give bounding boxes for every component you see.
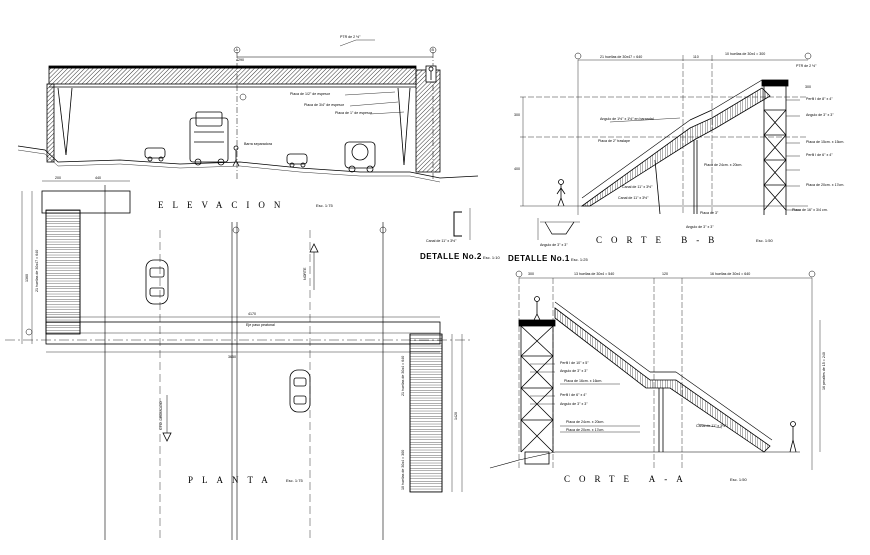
elev-note-placa3: Placa de 1" de espesor xyxy=(335,111,373,115)
planta-view xyxy=(5,180,470,540)
detalle-1-view xyxy=(537,218,580,240)
planta-dim-1360: 1360 xyxy=(25,274,29,282)
cbb-dim-huellas-left: 21 huellas de 30x47 = 640 xyxy=(600,55,643,59)
planta-title: PLANTA xyxy=(188,475,277,485)
caa-note-perfil2: Perfil I de 6" x 4" xyxy=(560,393,587,397)
corte-aa-view xyxy=(489,270,821,470)
cbb-dim-mid: 110 xyxy=(693,55,699,59)
cbb-note-perfil2: Perfil I de 6" x 4" xyxy=(806,153,833,157)
caa-note-canal: Canal de 11" x 3½" xyxy=(696,424,727,428)
caa-dim-contrahuellas: 16 peraltes de 15 = 240 xyxy=(822,352,826,390)
elevacion-scale: Esc. 1:75 xyxy=(316,203,333,208)
corte-aa-scale: Esc. 1:50 xyxy=(730,477,747,482)
cbb-note-placa-24: Placa de 24cm. x 20cm. xyxy=(704,163,743,167)
det2-note-canal: Canal de 11" x 3½" xyxy=(426,239,457,243)
detalle-2-scale: Esc. 1:10 xyxy=(483,255,500,260)
elevacion-title: ELEVACION xyxy=(158,200,290,210)
planta-dim-4170: 4170 xyxy=(248,312,256,316)
corte-aa-title: CORTE A-A xyxy=(564,474,692,484)
caa-dim-mid: 120 xyxy=(662,272,668,276)
cbb-dim-d-top: 300 xyxy=(805,85,811,89)
caa-dim-huellas-left: 13 huellas de 30x4 = 540 xyxy=(574,272,615,276)
cbb-dim-h-right: 300 xyxy=(514,113,520,117)
planta-dim-huellas-v: 21 huellas de 30x47 = 640 xyxy=(35,249,39,292)
cbb-note-angulo3: Angulo de 3" x 3" xyxy=(686,225,714,229)
detalle-2-title: DETALLE No.2 xyxy=(420,252,482,261)
cbb-note-canal2: Canal de 11" x 3½" xyxy=(618,196,649,200)
cbb-dim-h-left: 400 xyxy=(514,167,520,171)
cbb-note-perfil1: Perfil I de 8" x 4" xyxy=(806,97,833,101)
cbb-note-placa-3: Placa de 3" xyxy=(700,211,719,215)
planta-dim-w2: 440 xyxy=(95,176,101,180)
cbb-note-placa-traslape: Placa de 2" traslape xyxy=(598,139,631,143)
elevacion-view xyxy=(17,39,479,183)
planta-dim-huellas-r1: 21 huellas de 30x4 = 640 xyxy=(401,355,405,396)
planta-dim-w1: 200 xyxy=(55,176,61,180)
cbb-note-angulo1: Angulo de 1½" x 1½" en barandal xyxy=(600,117,654,121)
planta-note-paso: Eje paso peatonal xyxy=(246,323,275,327)
planta-note-norte: NORTE xyxy=(303,267,307,280)
cbb-note-placa-15: Placa de 15cm. x 15cm. xyxy=(806,140,845,144)
planta-dim-1420: 1420 xyxy=(454,412,458,420)
caa-note-angulo1: Angulo de 3" x 3" xyxy=(560,369,588,373)
elev-dim-total: 4290 xyxy=(236,58,244,62)
corte-bb-view xyxy=(520,52,812,215)
axis-b-elev: B xyxy=(431,47,434,52)
cbb-dim-huellas-right: 10 huellas de 30x4 = 300 xyxy=(725,52,766,56)
elev-note-barra: Barra separadora xyxy=(244,142,272,146)
det1-note-angulo: Angulo de 3" x 3" xyxy=(540,243,568,247)
caa-note-placa-20: Placa de 20cm. x 17cm. xyxy=(566,428,605,432)
planta-dim-3650: 3650 xyxy=(228,355,236,359)
planta-dim-huellas-r2: 10 huellas de 30x4 = 300 xyxy=(401,449,405,490)
cbb-note-ptr: PTR de 2 ½" xyxy=(796,64,817,68)
corte-bb-title: CORTE B-B xyxy=(596,235,724,245)
detalle-1-scale: Esc. 1:25 xyxy=(571,257,588,262)
detalle-1-title: DETALLE No.1 xyxy=(508,254,570,263)
cbb-note-placa-20: Placa de 20cm. x 17cm. xyxy=(806,183,845,187)
caa-dim-left: 300 xyxy=(528,272,534,276)
axis-a-elev: A xyxy=(235,47,238,52)
cbb-note-angulo2: Angulo de 3" x 3" xyxy=(806,113,834,117)
caa-note-perfil1: Perfil I de 10" x 5" xyxy=(560,361,589,365)
planta-note-sentido: CTO. DEDUCIDO xyxy=(159,401,163,430)
elev-note-ptr: PTR de 2 ½" xyxy=(340,35,361,39)
caa-note-angulo2: Angulo de 3" x 3" xyxy=(560,402,588,406)
caa-note-placa-24: Placa de 24cm. x 20cm. xyxy=(566,420,605,424)
caa-note-placa-16: Placa de 16cm. x 16cm. xyxy=(564,379,603,383)
corte-bb-scale: Esc. 1:50 xyxy=(756,238,773,243)
cbb-note-canal1: Canal de 11" x 3½" xyxy=(622,185,653,189)
planta-scale: Esc. 1:75 xyxy=(286,478,303,483)
elev-note-placa2: Placa de 3/4" de espesor xyxy=(304,103,345,107)
caa-dim-huellas-right: 16 huellas de 30x4 = 640 xyxy=(710,272,751,276)
detalle-2-view xyxy=(453,208,471,240)
elev-note-placa1: Placa de 1/2" de espesor xyxy=(290,92,331,96)
cbb-note-placa-16: Placa de 16" x 3/4 cm. xyxy=(792,208,828,212)
